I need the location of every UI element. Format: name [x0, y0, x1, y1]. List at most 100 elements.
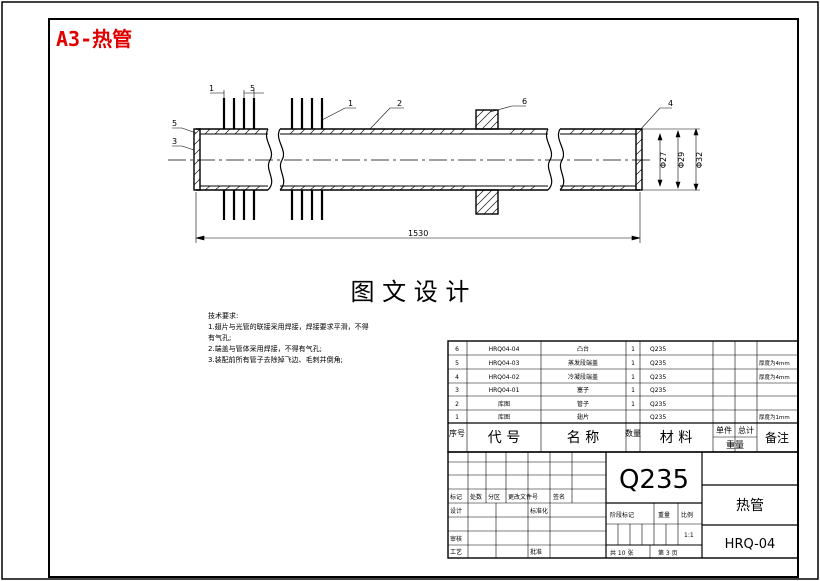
- notes-line: 3.装配前所有管子去除掉飞边、毛刺并倒角;: [208, 355, 343, 364]
- tb-drawing-no: HRQ-04: [725, 537, 776, 552]
- bom-cell-code: HRQ04-02: [489, 374, 520, 381]
- right-end-cap: [635, 128, 643, 191]
- bom-cell-qty: 1: [631, 374, 635, 381]
- tb-zone: 分区: [488, 493, 500, 501]
- bom-cell-qty: 1: [631, 360, 635, 367]
- bom-row: 2 库图 管子 1 Q235: [455, 400, 666, 408]
- technical-notes: 技术要求: 1.翅片与光管的联接采用焊接，焊接要求平滑，不得 有气孔; 2.端盖…: [208, 311, 369, 364]
- notes-line: 有气孔;: [208, 333, 231, 342]
- notes-line: 1.翅片与光管的联接采用焊接，焊接要求平滑，不得: [208, 322, 369, 331]
- bom-header-name: 名 称: [567, 430, 599, 446]
- bom-cell-name: 管子: [577, 400, 589, 408]
- tb-sign: 签名: [553, 493, 565, 501]
- bom-header-weight: 重量: [726, 439, 744, 451]
- dim-length-text: 1530: [408, 229, 428, 238]
- bom-cell-code: HRQ04-04: [489, 346, 520, 353]
- tb-stage-mark: 阶段标记: [610, 511, 634, 519]
- bom-cell-material: Q235: [650, 401, 666, 408]
- bom-header-single: 单件: [716, 425, 732, 435]
- bom-table: [447, 340, 799, 453]
- bom-cell-material: Q235: [650, 346, 666, 353]
- tb-sheet-no: 第 3 页: [658, 549, 678, 557]
- break-line-right: [546, 128, 553, 191]
- wall-hatch: [204, 128, 626, 191]
- callout-6: 6: [522, 97, 527, 106]
- tb-scale-value: 1:1: [684, 532, 694, 539]
- bom-cell-no: 2: [455, 401, 459, 408]
- bom-header-remark: 备注: [765, 430, 789, 445]
- bom-header-no: 序号: [449, 428, 465, 438]
- bom-cell-name: 凸台: [577, 345, 589, 353]
- bom-cell-qty: 1: [631, 387, 635, 394]
- title-block: [447, 451, 799, 559]
- bom-cell-remark: 厚度为4mm: [759, 359, 790, 367]
- heat-pipe-view: [168, 90, 700, 243]
- bom-cell-remark: 厚度为1mm: [759, 413, 790, 421]
- bom-cell-qty: 1: [631, 401, 635, 408]
- tb-review: 审核: [450, 535, 462, 543]
- bom-header-total: 总计: [738, 425, 754, 435]
- sheet-title: A3-热管: [56, 27, 132, 51]
- tb-scale: 比例: [681, 511, 693, 519]
- bom-cell-remark: 厚度为4mm: [759, 373, 790, 381]
- dim-d29: Φ29: [677, 152, 686, 168]
- bom-row: 6 HRQ04-04 凸台 1 Q235: [455, 345, 666, 353]
- bom-header-code: 代 号: [488, 430, 520, 446]
- bom-cell-code: HRQ04-01: [489, 387, 520, 394]
- bom-cell-name: 冷凝段端盖: [568, 373, 598, 381]
- bom-header: 序号 代 号 名 称 数量 材 料 单件 总计 重量 备注: [449, 425, 789, 451]
- tb-process: 工艺: [450, 548, 462, 556]
- bom-cell-no: 5: [455, 360, 459, 367]
- length-dimension: [195, 192, 641, 243]
- left-end-cap: [193, 128, 201, 191]
- callout-fin-5: 5: [250, 84, 255, 93]
- tb-part-name: 热管: [736, 498, 764, 514]
- tb-change-doc: 更改文件号: [508, 493, 538, 501]
- diameter-dimensions: [642, 128, 700, 191]
- tb-approve: 批准: [530, 548, 542, 556]
- tb-mark: 标记: [450, 493, 462, 501]
- callout-5: 5: [172, 119, 177, 128]
- break-line-left: [266, 128, 273, 191]
- tb-material: Q235: [619, 465, 689, 495]
- leader-lines: [172, 105, 672, 151]
- notes-line: 2.端盖与管体采用焊接，不得有气孔;: [208, 344, 322, 353]
- bom-cell-material: Q235: [650, 374, 666, 381]
- bom-cell-material: Q235: [650, 360, 666, 367]
- dim-d32: Φ32: [695, 152, 704, 168]
- bom-cell-code: 库图: [498, 413, 510, 421]
- inner-border: [48, 18, 799, 578]
- callout-fin-1: 1: [209, 84, 214, 93]
- title-block-text: 标记 处数 分区 更改文件号 签名 设计 标准化 审核 工艺 批准 阶段标记 重…: [450, 465, 775, 557]
- boss-top: [475, 109, 499, 130]
- bom-header-material: 材 料: [660, 430, 692, 446]
- bom-cell-no: 3: [455, 387, 459, 394]
- bom-header-qty: 数量: [625, 428, 641, 438]
- dim-d27: Φ27: [659, 152, 668, 168]
- tb-design: 设计: [450, 507, 462, 515]
- bom-cell-name: 翅片: [577, 413, 589, 421]
- bom-cell-no: 6: [455, 346, 459, 353]
- bom-cell-qty: 1: [631, 346, 635, 353]
- bom-cell-code: 库图: [498, 400, 510, 408]
- fins: [222, 98, 324, 220]
- bom-cell-code: HRQ04-03: [489, 360, 520, 367]
- callout-1: 1: [348, 99, 353, 108]
- tb-total-sheets: 共 10 张: [610, 549, 633, 557]
- callout-3: 3: [172, 137, 177, 146]
- bom-cell-no: 4: [455, 374, 459, 381]
- boss-bottom: [475, 189, 499, 215]
- bom-cell-name: 塞子: [577, 386, 589, 394]
- bom-row: 5 HRQ04-03 蒸发段端盖 1 Q235 厚度为4mm: [455, 359, 790, 367]
- bom-row: 4 HRQ04-02 冷凝段端盖 1 Q235 厚度为4mm: [455, 373, 790, 381]
- tb-count: 处数: [470, 493, 482, 501]
- callout-4: 4: [668, 99, 673, 108]
- watermark: 图 文 设 计: [351, 278, 470, 306]
- tb-weight: 重量: [658, 511, 670, 519]
- bom-cell-name: 蒸发段端盖: [568, 359, 598, 367]
